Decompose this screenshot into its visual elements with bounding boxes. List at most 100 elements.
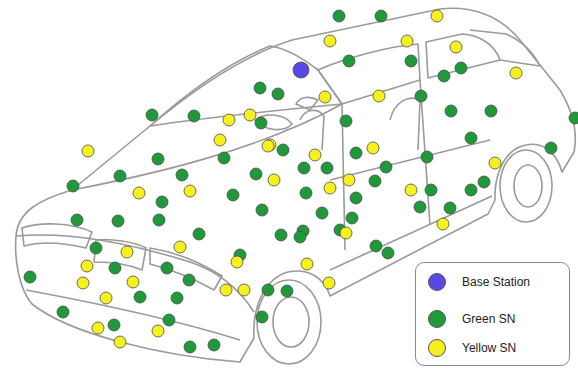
sensor-dot xyxy=(277,144,289,156)
sensor-dot xyxy=(77,277,89,289)
legend-swatch xyxy=(428,310,446,328)
sensor-dot xyxy=(262,140,274,152)
legend-swatch xyxy=(428,273,446,291)
sensor-dot xyxy=(340,115,352,127)
sensor-dot xyxy=(414,201,426,213)
sensor-dot xyxy=(370,240,382,252)
sensor-dot xyxy=(333,10,345,22)
sensor-dot xyxy=(156,196,168,208)
legend-row: Yellow SN xyxy=(416,338,569,360)
sensor-dot xyxy=(437,218,449,230)
door-line xyxy=(330,80,490,250)
sensor-dot xyxy=(114,170,126,182)
sensor-dot xyxy=(450,41,462,53)
sensor-dot xyxy=(405,55,417,67)
sensor-dot xyxy=(176,169,188,181)
sensor-dot xyxy=(431,10,443,22)
sensor-dot xyxy=(133,187,145,199)
sensor-dot xyxy=(281,285,293,297)
sensor-dot xyxy=(275,229,287,241)
sensor-dot xyxy=(82,145,94,157)
sensor-dot xyxy=(152,325,164,337)
sensor-dot xyxy=(510,67,522,79)
sensor-dot xyxy=(309,149,321,161)
sensor-dot xyxy=(545,142,557,154)
sensor-dot xyxy=(90,242,102,254)
sensor-dot xyxy=(163,314,175,326)
legend-label: Base Station xyxy=(462,275,530,289)
windshield xyxy=(150,46,342,126)
rear-wheel xyxy=(500,150,552,222)
sensor-dot xyxy=(71,214,83,226)
sensor-dot xyxy=(425,184,437,196)
sensor-dot xyxy=(184,341,196,353)
rear-side-window xyxy=(426,34,500,78)
sensor-dot xyxy=(343,55,355,67)
sensor-dot xyxy=(121,246,133,258)
sensor-dot xyxy=(108,319,120,331)
sensor-dot xyxy=(244,109,256,121)
sensor-dot xyxy=(188,110,200,122)
sensor-dot xyxy=(214,134,226,146)
sensor-dot xyxy=(208,339,220,351)
sensor-dot xyxy=(340,227,352,239)
sensor-dot xyxy=(67,180,79,192)
sensor-dot xyxy=(134,291,146,303)
sensor-dot xyxy=(415,90,427,102)
sensor-dot xyxy=(112,215,124,227)
front-wheel xyxy=(257,280,321,364)
sensor-dot xyxy=(324,35,336,47)
front-face xyxy=(16,235,254,312)
legend-row: Base Station xyxy=(416,272,569,294)
sensor-dot xyxy=(81,260,93,272)
sensor-dot xyxy=(256,204,268,216)
bumper xyxy=(26,290,240,340)
seat xyxy=(300,98,420,150)
sensor-dot xyxy=(227,189,239,201)
sensor-dot xyxy=(146,109,158,121)
sensor-dot xyxy=(92,322,104,334)
sensor-dot xyxy=(300,187,312,199)
sensor-dot xyxy=(262,284,274,296)
sensor-dot xyxy=(268,174,280,186)
sensor-dot xyxy=(350,147,362,159)
sensor-dot xyxy=(193,228,205,240)
sensor-dot xyxy=(220,284,232,296)
sill-line xyxy=(330,196,492,270)
mirror xyxy=(296,97,318,110)
sensor-dot xyxy=(569,112,578,124)
sensor-dot xyxy=(294,231,306,243)
sensor-dot xyxy=(255,117,267,129)
sensor-dot xyxy=(465,184,477,196)
sensor-dot xyxy=(444,202,456,214)
legend-label: Green SN xyxy=(462,312,515,326)
sensor-dot xyxy=(24,271,36,283)
sensor-dot xyxy=(350,192,362,204)
sensor-dot xyxy=(478,176,490,188)
sensor-dot xyxy=(324,182,336,194)
sensor-dot xyxy=(174,241,186,253)
sensor-dot xyxy=(183,274,195,286)
sensor-dot xyxy=(184,185,196,197)
sensor-dot xyxy=(109,262,121,274)
sensor-dot xyxy=(272,88,284,100)
steering xyxy=(255,115,292,130)
sensor-dot xyxy=(343,174,355,186)
sensor-dot xyxy=(153,214,165,226)
sensor-dot xyxy=(438,70,450,82)
sensor-dot xyxy=(465,132,477,144)
sensor-dot xyxy=(256,311,268,323)
sensor-dot xyxy=(369,175,381,187)
sensor-dot xyxy=(254,82,266,94)
sensor-dot xyxy=(445,105,457,117)
headlight xyxy=(22,224,92,248)
sensor-dot xyxy=(218,152,230,164)
front-rim xyxy=(273,297,309,347)
sensor-dot xyxy=(298,162,310,174)
sensor-dot xyxy=(421,151,433,163)
sensor-dot xyxy=(301,258,313,270)
sensor-dot xyxy=(316,207,328,219)
rear-window xyxy=(470,30,540,66)
sensor-dot xyxy=(238,284,250,296)
headlight xyxy=(150,248,222,290)
